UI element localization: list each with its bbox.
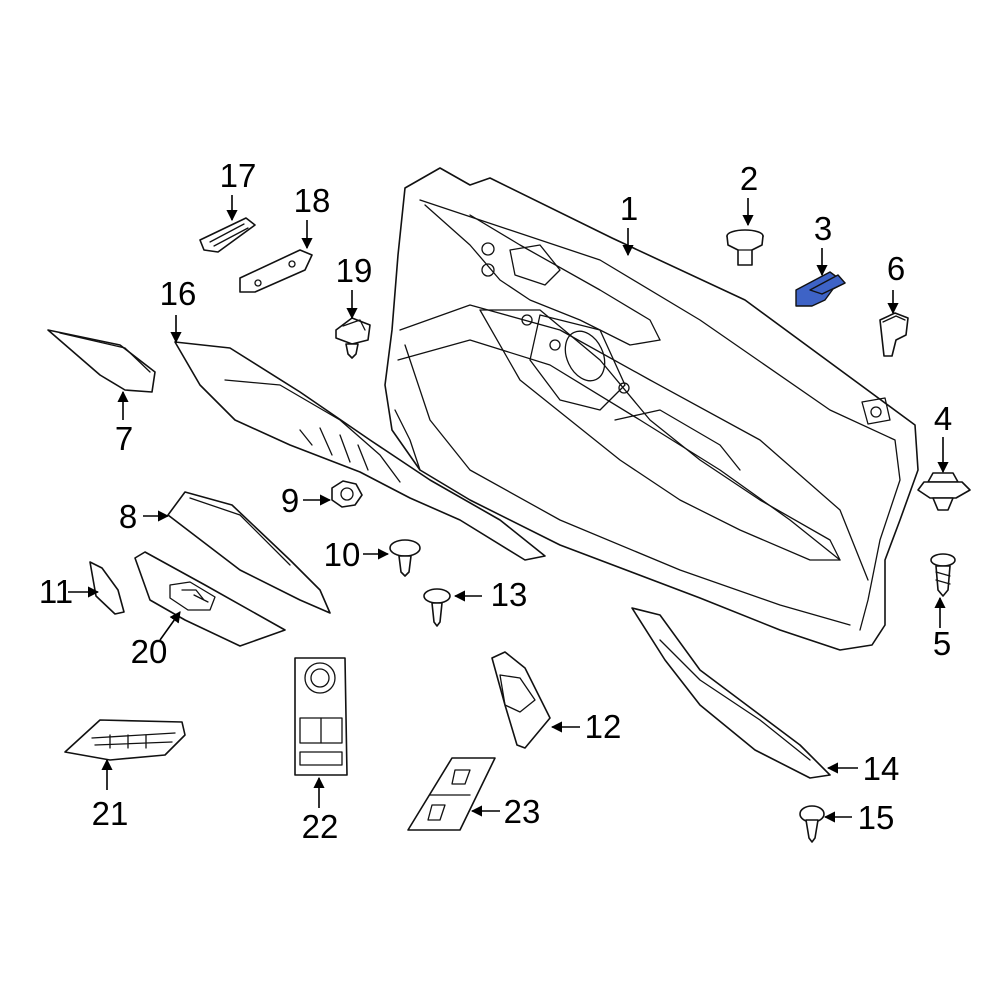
part-21-switch-panel[interactable] [64,719,186,761]
part-14-lower-trim[interactable] [631,607,831,779]
callout-4: 4 [934,400,952,437]
part-22-window-switch-unit[interactable] [294,657,348,776]
part-12-switch-cover[interactable] [491,651,551,749]
callout-14: 14 [863,750,900,787]
callout-18: 18 [294,182,331,219]
callout-22: 22 [302,808,339,845]
part-13-screw[interactable] [423,588,451,627]
callout-16: 16 [160,275,197,312]
callout-21: 21 [92,795,129,832]
callout-9: 9 [281,482,299,519]
part-1-door-panel[interactable] [384,167,919,651]
callout-17: 17 [220,157,257,194]
callout-11: 11 [39,573,73,610]
part-15-push-pin[interactable] [799,805,825,843]
callout-20: 20 [131,633,168,670]
callout-8: 8 [119,498,137,535]
callout-1: 1 [620,190,638,227]
part-17-small-cover[interactable] [199,217,256,253]
part-10-screw[interactable] [389,539,421,577]
callout-2: 2 [740,160,758,197]
part-7-end-cap[interactable] [47,329,156,393]
part-5-screw[interactable] [930,553,956,597]
part-6-clip[interactable] [879,312,909,357]
callout-5: 5 [933,625,951,662]
part-8-armrest-trim[interactable] [167,491,331,614]
callout-6: 6 [887,250,905,287]
part-23-switch-plate[interactable] [407,757,496,831]
callout-3: 3 [814,210,832,247]
leader-lines [68,195,949,823]
callout-13: 13 [491,576,528,613]
callout-15: 15 [858,799,895,836]
part-20-switch-bezel[interactable] [134,551,286,647]
part-11-small-cover[interactable] [89,561,125,615]
callout-19: 19 [336,252,373,289]
part-16-trim-strip[interactable] [174,341,546,561]
callout-12: 12 [585,708,622,745]
part-18-bracket-plate[interactable] [239,249,313,293]
part-3-bracket-highlighted[interactable] [795,271,846,307]
part-2-grommet[interactable] [726,229,764,266]
part-4-push-retainer[interactable] [917,472,971,511]
callout-10: 10 [324,536,361,573]
part-19-bolt[interactable] [335,317,371,359]
callout-labels: 1 2 3 4 5 6 7 8 9 10 11 12 13 14 15 16 1… [39,157,952,845]
callout-7: 7 [115,420,133,457]
callout-23: 23 [504,793,541,830]
part-9-clip-ring[interactable] [331,480,363,508]
